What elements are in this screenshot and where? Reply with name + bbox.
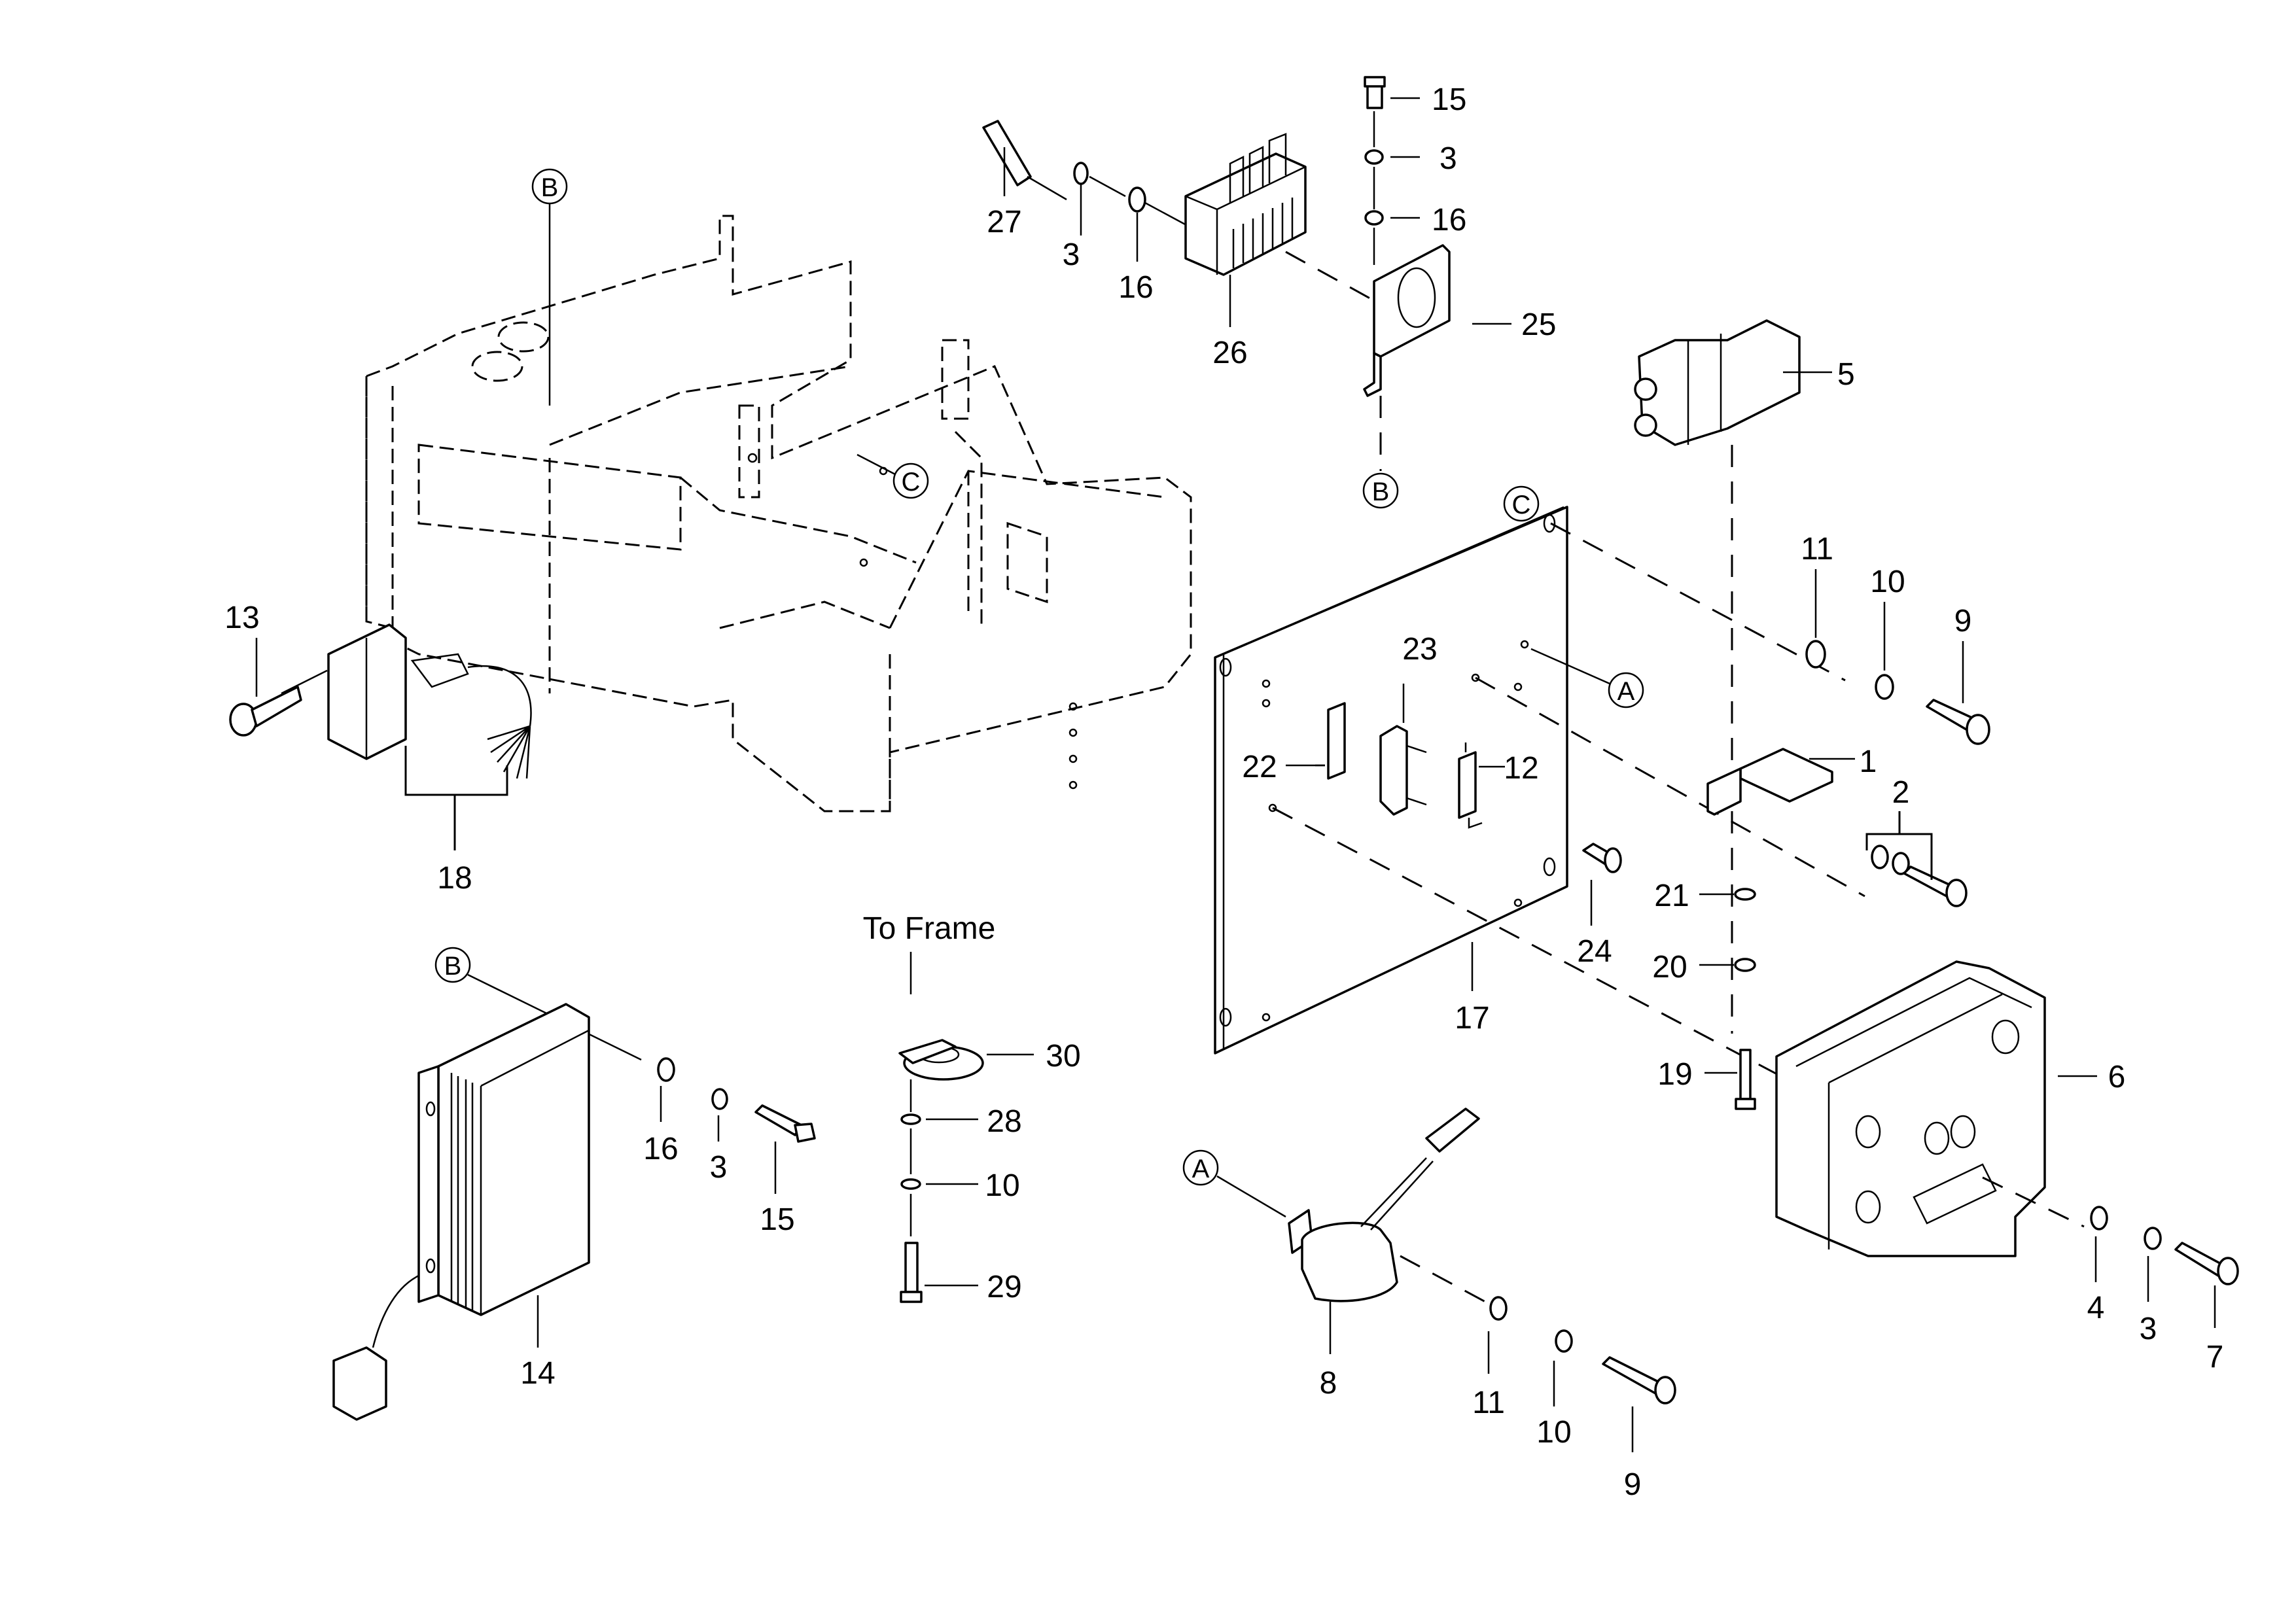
part-12-fuse: 12 <box>1458 742 1539 829</box>
part-25-controller-bracket: 25 <box>1363 244 1556 471</box>
marker-letter: A <box>1617 677 1635 706</box>
part-15-bolt-top: 15 <box>1364 76 1466 147</box>
part-23-fuse-holder: 23 <box>1379 632 1438 816</box>
reference-marker-c-panel: C <box>1503 485 1540 522</box>
part-24-flat-head-screw: 24 <box>1577 843 1622 969</box>
part-22-spacer-block: 22 <box>1242 702 1346 784</box>
callout-15-b: 15 <box>760 1202 794 1237</box>
callout-1: 1 <box>1860 744 1877 779</box>
reference-marker-b-frame: B <box>531 168 568 406</box>
callout-10-a: 10 <box>1870 565 1905 599</box>
marker-letter: C <box>902 468 921 497</box>
marker-letter: A <box>1192 1155 1210 1183</box>
part-13-screw: 13 <box>224 601 328 737</box>
callout-18: 18 <box>437 861 472 896</box>
part-11-washer-alarm: 11 <box>1472 1296 1508 1420</box>
part-5-solenoid-contactor: 5 <box>1634 319 1855 1034</box>
part-26-motor-controller: 26 <box>1184 133 1381 370</box>
part-16-washer-top-right: 16 <box>1364 203 1466 265</box>
callout-19: 19 <box>1657 1057 1692 1092</box>
part-9-cap-screw-right: 9 <box>1926 604 1990 745</box>
part-10-lockwasher-horn: 10 <box>900 1168 1020 1236</box>
callout-28: 28 <box>987 1104 1021 1139</box>
callout-20: 20 <box>1652 950 1687 985</box>
callout-12: 12 <box>1504 751 1538 786</box>
callout-17: 17 <box>1455 1001 1489 1036</box>
callout-16-a: 16 <box>1118 270 1153 305</box>
callout-6: 6 <box>2108 1060 2126 1094</box>
callout-8: 8 <box>1320 1366 1337 1401</box>
callout-15-a: 15 <box>1432 82 1466 117</box>
callout-26: 26 <box>1212 336 1247 370</box>
to-frame-note: To Frame <box>863 911 996 994</box>
callout-11-b: 11 <box>1472 1386 1505 1420</box>
callout-14: 14 <box>520 1356 555 1391</box>
part-29-bolt: 29 <box>900 1242 1022 1304</box>
callout-4: 4 <box>2087 1291 2105 1325</box>
frame-chassis <box>365 215 1192 812</box>
callout-22: 22 <box>1242 750 1277 784</box>
part-3-lockwasher-right: 3 <box>2140 1227 2162 1346</box>
callout-16-c: 16 <box>643 1132 678 1166</box>
to-frame-label: To Frame <box>863 911 996 946</box>
marker-letter: B <box>1372 478 1390 506</box>
part-3-lockwasher-top-right: 3 <box>1364 141 1457 209</box>
callout-3-a: 3 <box>1063 237 1080 272</box>
callout-5: 5 <box>1837 357 1855 392</box>
part-30-horn: 30 <box>898 1039 1081 1112</box>
part-3-lockwasher-converter: 3 <box>710 1088 728 1185</box>
part-19-bolt: 19 <box>1657 1049 1756 1110</box>
part-2-screw-washer-set: 2 <box>1865 775 1968 907</box>
callout-9-b: 9 <box>1624 1467 1642 1502</box>
part-1-bracket: 1 <box>1706 744 1877 816</box>
callout-13: 13 <box>224 601 259 635</box>
part-6-traction-controller: 6 <box>1775 960 2126 1257</box>
callout-30: 30 <box>1046 1039 1080 1073</box>
callout-10-c: 10 <box>985 1168 1019 1203</box>
part-7-cap-screw: 7 <box>2174 1242 2239 1374</box>
part-17-mounting-panel: 17 <box>1214 506 1865 1087</box>
callout-23: 23 <box>1402 632 1437 667</box>
part-3-lockwasher-top: 3 <box>1063 162 1126 272</box>
callout-9-a: 9 <box>1954 604 1972 638</box>
part-27-bolt: 27 <box>982 120 1067 239</box>
callout-25: 25 <box>1521 307 1556 342</box>
part-10-lockwasher-right: 10 <box>1870 565 1905 700</box>
part-18-harness-clamp: 18 <box>327 623 532 896</box>
part-16-washer-top: 16 <box>1118 186 1188 305</box>
reference-marker-a-panel: A <box>1530 648 1644 708</box>
marker-letter: B <box>444 952 462 981</box>
reference-marker-a-alarm: A <box>1182 1149 1286 1218</box>
callout-16-b: 16 <box>1432 203 1466 237</box>
marker-letter: B <box>541 173 559 202</box>
part-14-dc-converter: 14 <box>332 1003 590 1421</box>
callout-3-d: 3 <box>710 1150 728 1185</box>
part-9-cap-screw-alarm: 9 <box>1602 1356 1676 1502</box>
callout-7: 7 <box>2206 1340 2224 1374</box>
callout-21: 21 <box>1654 879 1689 913</box>
reference-marker-c-frame: C <box>857 453 929 499</box>
reference-marker-b-bracket: B <box>1362 472 1399 509</box>
marker-letter: C <box>1512 491 1531 519</box>
callout-2: 2 <box>1892 775 1910 810</box>
part-16-washer-converter: 16 <box>643 1057 679 1166</box>
callout-3-b: 3 <box>1439 141 1457 176</box>
part-11-washer-right: 11 <box>1801 532 1833 669</box>
part-10-lockwasher-alarm: 10 <box>1536 1329 1573 1450</box>
part-28-washer: 28 <box>900 1104 1022 1174</box>
part-8-backup-alarm: 8 <box>1288 1108 1486 1401</box>
part-15-bolt-converter: 15 <box>754 1104 816 1237</box>
callout-29: 29 <box>987 1270 1021 1304</box>
callout-3-c: 3 <box>2140 1312 2157 1346</box>
callout-10-b: 10 <box>1536 1415 1571 1450</box>
callout-11-a: 11 <box>1801 532 1833 567</box>
callout-24: 24 <box>1577 934 1612 969</box>
callout-27: 27 <box>987 205 1021 239</box>
part-21-washer: 21 <box>1654 879 1756 913</box>
part-4-washer: 4 <box>2087 1206 2108 1325</box>
part-20-lockwasher: 20 <box>1652 950 1756 985</box>
